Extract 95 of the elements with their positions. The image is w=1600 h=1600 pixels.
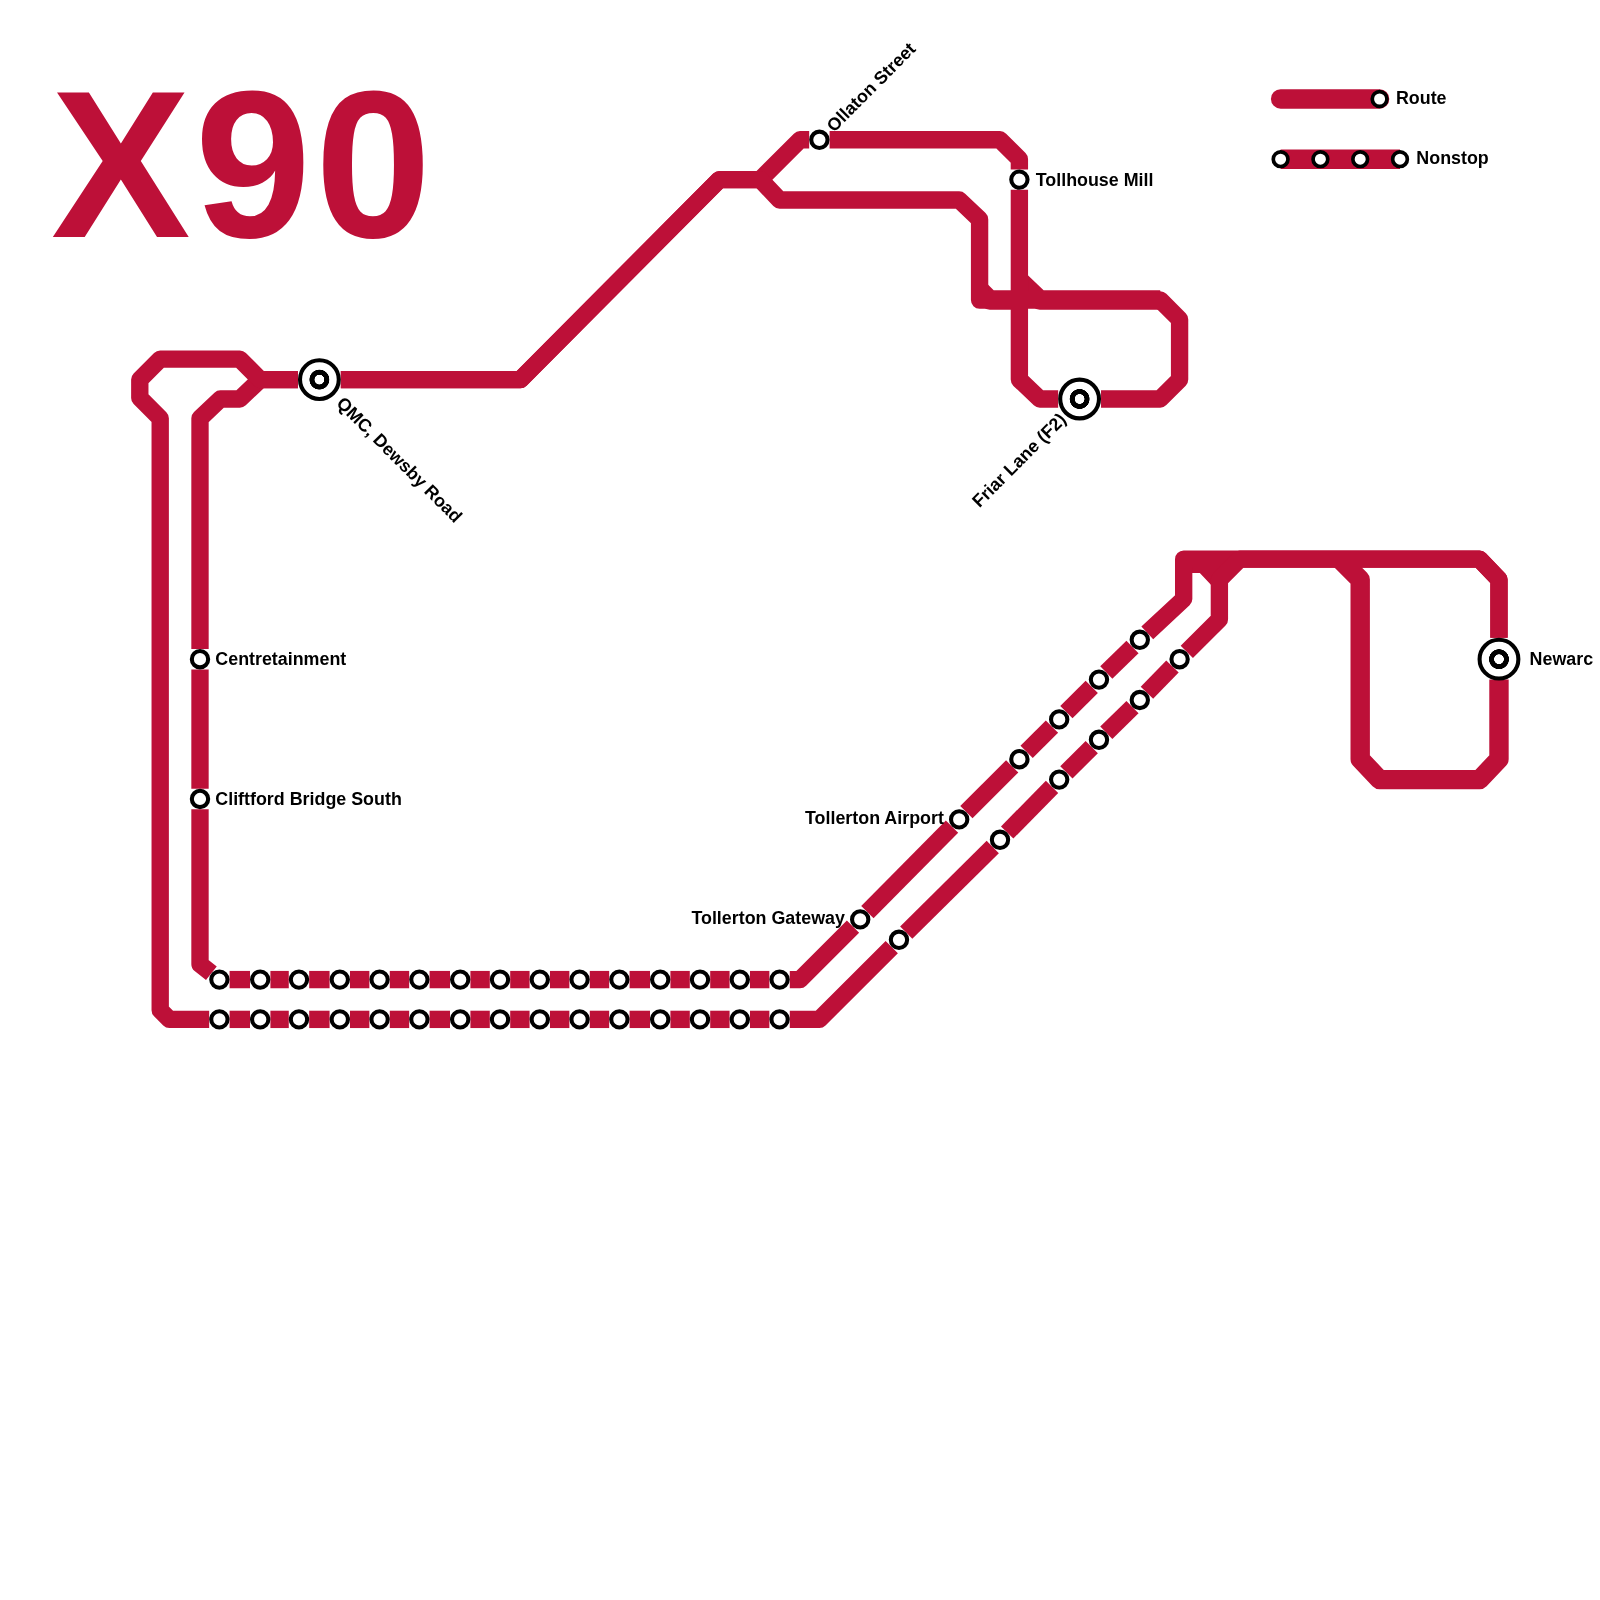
route-line (1100, 640, 1139, 679)
stop-marker (1009, 169, 1030, 190)
stop-marker (189, 788, 211, 810)
stop-marker (569, 1009, 590, 1030)
route-line (789, 940, 898, 1029)
route-line (1060, 680, 1098, 719)
route-line (350, 970, 370, 989)
stop-marker (850, 909, 871, 930)
stop-marker (650, 1009, 671, 1030)
route-line (1000, 780, 1059, 839)
route-line (900, 840, 999, 939)
station-label: Newarc (1529, 649, 1594, 670)
route-line (270, 1010, 289, 1029)
stop-marker (369, 969, 390, 990)
stop-marker (288, 969, 310, 990)
route-line (550, 1010, 570, 1029)
route-line (389, 1010, 410, 1029)
stop-marker (250, 1009, 271, 1030)
stop-marker (650, 969, 671, 990)
route-line (710, 970, 730, 989)
route-line (629, 1010, 650, 1029)
stop-marker (450, 1009, 471, 1030)
stop-marker (288, 1009, 310, 1030)
route-line (309, 970, 330, 989)
route-line (1180, 550, 1508, 659)
route-line (750, 1010, 770, 1029)
stop-marker (689, 1009, 711, 1030)
route-line (389, 970, 410, 989)
route-line (589, 1010, 610, 1029)
stop-marker (609, 969, 630, 990)
route-line (429, 1010, 450, 1029)
stop-marker (1009, 749, 1030, 770)
route-line (309, 1010, 330, 1029)
route-line (131, 350, 298, 1029)
stop-marker (529, 969, 550, 990)
station-label: Centretainment (215, 649, 347, 670)
stop-marker (769, 969, 790, 990)
route-line (191, 669, 209, 789)
stop-marker (529, 1009, 550, 1030)
station-label: Tollhouse Mill (1035, 169, 1154, 190)
stop-marker (809, 129, 830, 150)
stop-marker (209, 969, 230, 990)
legend-label: Nonstop (1416, 147, 1489, 169)
stop-marker (329, 969, 350, 990)
route-line (350, 1010, 370, 1029)
stop-marker (1088, 669, 1110, 690)
route-line (670, 1010, 690, 1029)
stop-marker (209, 1009, 230, 1030)
route-line (191, 809, 217, 981)
route-line (710, 1010, 730, 1029)
route-line (510, 970, 530, 989)
stop-marker (409, 1009, 430, 1030)
stop-marker (450, 969, 471, 990)
route-line (1140, 660, 1179, 699)
route-line (1060, 740, 1098, 779)
legend-label: Route (1395, 87, 1447, 109)
stop-marker (369, 1009, 390, 1030)
stop-marker (489, 1009, 511, 1030)
station-label: Cliftford Bridge South (215, 788, 402, 810)
stop-marker (250, 969, 271, 990)
interchange-marker (1477, 637, 1521, 681)
route-line (789, 920, 860, 989)
route-line (750, 970, 770, 989)
stop-marker (1169, 649, 1190, 670)
route-line (670, 970, 690, 989)
route-line (229, 1010, 250, 1029)
route-line (629, 970, 650, 989)
stop-marker (409, 969, 430, 990)
route-line (470, 1010, 490, 1029)
station-label: Tollerton Airport (805, 808, 944, 829)
route-number-title: X90 (51, 46, 436, 282)
route-line (861, 820, 959, 919)
route-line (1010, 189, 1059, 408)
route-line (960, 760, 1019, 819)
stop-marker (609, 1009, 630, 1030)
route-line (270, 970, 289, 989)
stop-marker (189, 649, 211, 670)
stop-marker (569, 969, 590, 990)
stop-marker (729, 1009, 750, 1030)
route-line (550, 970, 570, 989)
stop-marker (489, 969, 511, 990)
route-line (829, 131, 1029, 170)
stop-marker (1049, 769, 1070, 790)
route-line (229, 970, 250, 989)
station-label: Tollerton Gateway (691, 908, 845, 929)
stop-marker (689, 969, 711, 990)
route-line (589, 970, 610, 989)
route-line (1020, 720, 1059, 759)
stop-marker (769, 1009, 790, 1030)
route-line (470, 970, 490, 989)
route-line (429, 970, 450, 989)
route-line (1100, 700, 1139, 739)
stop-marker (329, 1009, 350, 1030)
route-line (510, 1010, 530, 1029)
stop-marker (729, 969, 750, 990)
